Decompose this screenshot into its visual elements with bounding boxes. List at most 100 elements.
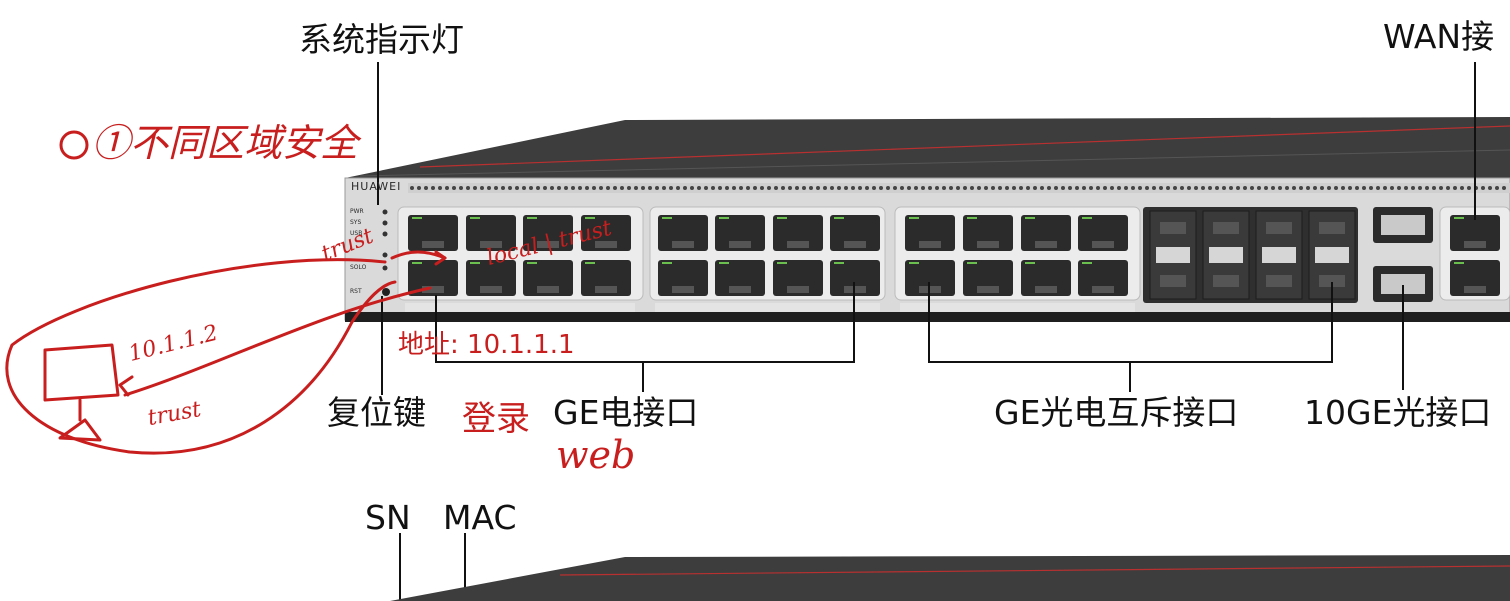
vent-hole bbox=[949, 186, 953, 190]
rj45-port-latch bbox=[1035, 241, 1057, 248]
vent-hole bbox=[508, 186, 512, 190]
vent-hole bbox=[480, 186, 484, 190]
rj45-port-led bbox=[719, 217, 729, 219]
vent-hole bbox=[1110, 186, 1114, 190]
vent-hole bbox=[1173, 186, 1177, 190]
vent-hole bbox=[1208, 186, 1212, 190]
vent-hole bbox=[851, 186, 855, 190]
vent-hole bbox=[998, 186, 1002, 190]
vent-hole bbox=[928, 186, 932, 190]
vent-hole bbox=[592, 186, 596, 190]
vent-hole bbox=[921, 186, 925, 190]
note-zone-security: ①不同区域安全 bbox=[92, 124, 358, 162]
vent-hole bbox=[1327, 186, 1331, 190]
vent-hole bbox=[424, 186, 428, 190]
sfp-port-slot bbox=[1266, 222, 1292, 234]
vent-hole bbox=[1250, 186, 1254, 190]
vent-hole bbox=[1362, 186, 1366, 190]
vent-hole bbox=[1096, 186, 1100, 190]
circled-one-icon bbox=[61, 132, 87, 158]
vent-hole bbox=[522, 186, 526, 190]
vent-hole bbox=[634, 186, 638, 190]
vent-hole bbox=[767, 186, 771, 190]
led-label-sys: SYS bbox=[350, 220, 361, 226]
vent-hole bbox=[1047, 186, 1051, 190]
vent-hole bbox=[872, 186, 876, 190]
rj45-port-led bbox=[470, 217, 480, 219]
vent-hole bbox=[1138, 186, 1142, 190]
vent-hole bbox=[1348, 186, 1352, 190]
vent-hole bbox=[942, 186, 946, 190]
vent-hole bbox=[1439, 186, 1443, 190]
vent-hole bbox=[1124, 186, 1128, 190]
rj45-port-led bbox=[967, 262, 977, 264]
vent-hole bbox=[1229, 186, 1233, 190]
rj45-port-latch bbox=[537, 286, 559, 293]
vent-hole bbox=[627, 186, 631, 190]
vent-hole bbox=[487, 186, 491, 190]
rj45-port-latch bbox=[729, 286, 751, 293]
vent-hole bbox=[1005, 186, 1009, 190]
vent-hole bbox=[963, 186, 967, 190]
rj45-port-latch bbox=[1464, 241, 1486, 248]
vent-hole bbox=[501, 186, 505, 190]
vent-hole bbox=[837, 186, 841, 190]
rj45-port-led bbox=[834, 217, 844, 219]
vent-hole bbox=[760, 186, 764, 190]
vent-hole bbox=[690, 186, 694, 190]
vent-hole bbox=[1460, 186, 1464, 190]
vent-hole bbox=[1341, 186, 1345, 190]
rj45-port-latch bbox=[919, 241, 941, 248]
vent-hole bbox=[557, 186, 561, 190]
vent-hole bbox=[543, 186, 547, 190]
vent-hole bbox=[1012, 186, 1016, 190]
led-label-pwr: PWR bbox=[350, 209, 364, 215]
vent-hole bbox=[550, 186, 554, 190]
vent-hole bbox=[704, 186, 708, 190]
rj45-port-latch bbox=[1464, 286, 1486, 293]
vent-hole bbox=[683, 186, 687, 190]
rj45-port-led bbox=[470, 262, 480, 264]
vent-hole bbox=[1194, 186, 1198, 190]
vent-hole bbox=[1033, 186, 1037, 190]
rj45-port-led bbox=[1454, 262, 1464, 264]
rj45-port-led bbox=[967, 217, 977, 219]
vent-hole bbox=[1222, 186, 1226, 190]
rj45-port-latch bbox=[480, 286, 502, 293]
vent-hole bbox=[473, 186, 477, 190]
vent-hole bbox=[1495, 186, 1499, 190]
vent-hole bbox=[956, 186, 960, 190]
port-label-strip-2 bbox=[655, 303, 880, 312]
rj45-port-latch bbox=[1092, 241, 1114, 248]
vent-hole bbox=[1299, 186, 1303, 190]
vent-hole bbox=[1159, 186, 1163, 190]
rj45-port-led bbox=[1082, 262, 1092, 264]
rj45-port-led bbox=[777, 262, 787, 264]
rj45-port-latch bbox=[787, 286, 809, 293]
vent-hole bbox=[795, 186, 799, 190]
vent-hole bbox=[1271, 186, 1275, 190]
vent-hole bbox=[529, 186, 533, 190]
vent-hole bbox=[984, 186, 988, 190]
vent-hole bbox=[1103, 186, 1107, 190]
vent-hole bbox=[1061, 186, 1065, 190]
vent-hole bbox=[613, 186, 617, 190]
vent-hole bbox=[669, 186, 673, 190]
vent-hole bbox=[676, 186, 680, 190]
rj45-port-latch bbox=[977, 286, 999, 293]
reset-button bbox=[382, 288, 390, 296]
vent-hole bbox=[1215, 186, 1219, 190]
rj45-port-led bbox=[662, 262, 672, 264]
vent-hole bbox=[1068, 186, 1072, 190]
vent-hole bbox=[1383, 186, 1387, 190]
vent-hole bbox=[641, 186, 645, 190]
lower-device-top bbox=[390, 555, 1510, 601]
vent-hole bbox=[753, 186, 757, 190]
vent-hole bbox=[410, 186, 414, 190]
label-indicator-lights: 系统指示灯 bbox=[299, 23, 464, 56]
rj45-port-led bbox=[909, 217, 919, 219]
rj45-port-led bbox=[1082, 217, 1092, 219]
rj45-port-led bbox=[719, 262, 729, 264]
rj45-port-led bbox=[909, 262, 919, 264]
